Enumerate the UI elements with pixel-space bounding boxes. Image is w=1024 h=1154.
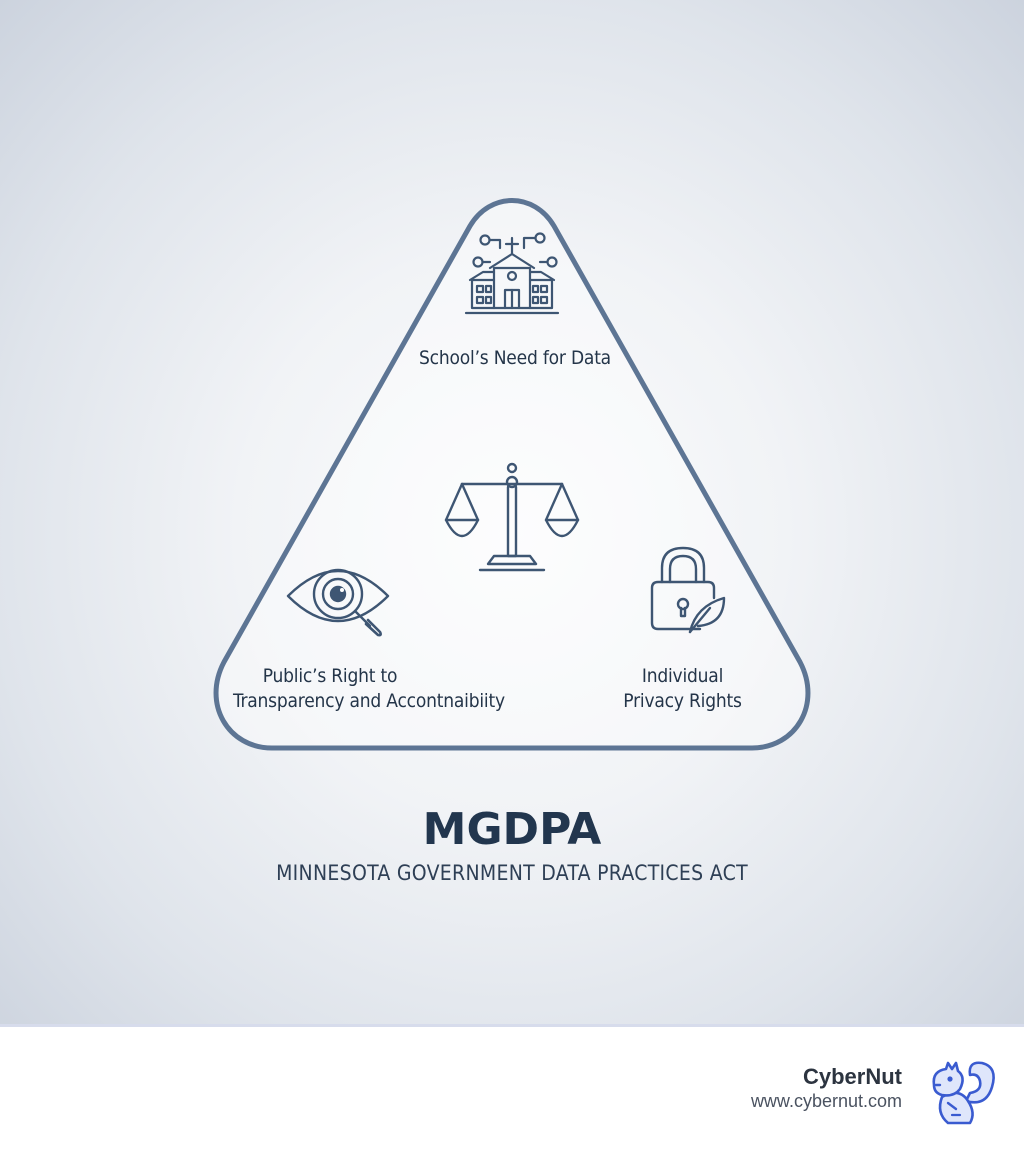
footer-divider (0, 1024, 1024, 1027)
padlock-leaf-icon (650, 546, 726, 634)
public-right-label-line1: Public’s Right to (262, 665, 398, 687)
privacy-label-line1: Individual (641, 665, 724, 687)
brand-url[interactable]: www.cybernut.com (750, 1091, 902, 1111)
eye-magnifier-icon (286, 568, 390, 637)
diagram-subtitle: MINNESOTA GOVERNMENT DATA PRACTICES ACT (276, 861, 748, 885)
brand-block: CyberNut www.cybernut.com (751, 1064, 902, 1112)
school-need-label: School’s Need for Data (419, 347, 611, 369)
brand-name: CyberNut (802, 1064, 902, 1089)
footer (0, 1027, 1024, 1154)
diagram-canvas (213, 198, 811, 751)
squirrel-logo-icon (932, 1061, 995, 1125)
balance-scale-icon (444, 462, 580, 572)
public-right-label-line2: Transparency and Accontnaibiity (233, 690, 505, 712)
triangle-outline (213, 198, 811, 751)
school-building-network-icon (464, 232, 560, 315)
diagram-panel (0, 0, 1024, 1025)
privacy-label-line2: Privacy Rights (623, 690, 742, 712)
diagram-title: MGDPA (422, 804, 602, 855)
